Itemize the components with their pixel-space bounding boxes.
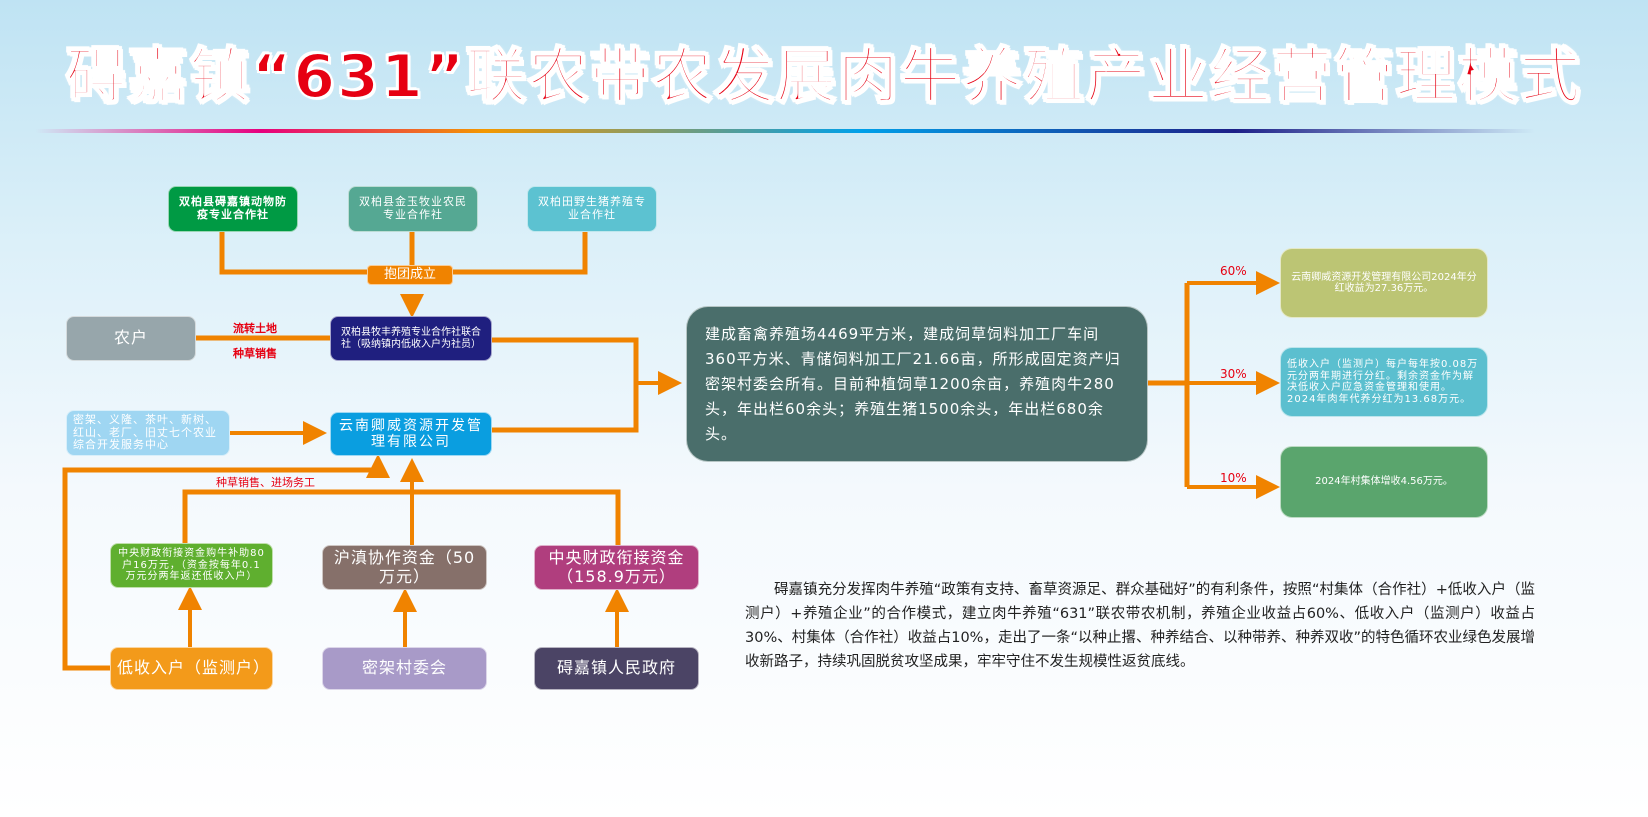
line-distribution: [1148, 283, 1190, 487]
result-low-income: 低收入户（监测户）每户每年按0.08万元分两年期进行分红。剩余资金作为解决低收入…: [1280, 347, 1488, 417]
line-funds-bus: [182, 489, 621, 545]
coop-wild-boar: 双柏田野生猪养殖专业合作社: [527, 186, 657, 232]
page-title: 碍嘉镇“631”联农带农发展肉牛养殖产业经营管理模式: [65, 41, 1583, 113]
line-coop1: [219, 232, 367, 275]
grass-sales-label: 种草销售: [233, 347, 277, 360]
result-village: 2024年村集体增收4.56万元。: [1280, 446, 1488, 518]
center-facilities-box: 建成畜禽养殖场4469平方米，建成饲草饲料加工厂车间360平方米、青储饲料加工厂…: [686, 306, 1148, 462]
pct-10: 10%: [1220, 471, 1247, 485]
township-gov-box: 碍嘉镇人民政府: [534, 647, 699, 690]
hudian-fund-box: 沪滇协作资金（50万元）: [322, 545, 487, 590]
village-committee-box: 密架村委会: [322, 647, 487, 690]
coop-animal-epidemic: 双柏县碍嘉镇动物防疫专业合作社: [168, 186, 298, 232]
summary-paragraph: 碍嘉镇充分发挥肉牛养殖“政策有支持、畜草资源足、群众基础好”的有利条件，按照“村…: [745, 582, 1535, 670]
union-cooperative: 双柏县牧丰养殖专业合作社联合社（吸纳镇内低收入户为社员）: [330, 316, 492, 361]
title-divider: [35, 129, 1535, 133]
pct-60: 60%: [1220, 264, 1247, 278]
farmers-box: 农户: [66, 316, 196, 361]
company-box: 云南卿威资源开发管理有限公司: [330, 412, 492, 456]
coop-jinyu-livestock: 双柏县金玉牧业农民专业合作社: [348, 186, 478, 232]
central-fund-box: 中央财政衔接资金（158.9万元）: [534, 545, 699, 590]
line-coop3: [453, 232, 588, 275]
service-centers: 密架、义隆、茶叶、新树、红山、老厂、旧丈七个农业综合开发服务中心: [66, 410, 230, 456]
low-income-box: 低收入户（监测户）: [110, 647, 273, 690]
join-badge: 抱团成立: [367, 265, 453, 285]
result-company: 云南卿威资源开发管理有限公司2024年分红收益为27.36万元。: [1280, 248, 1488, 318]
grass-work-label: 种草销售、进场务工: [216, 476, 315, 489]
subsidy-box: 中央财政衔接资金购牛补助80户16万元，（资金按每年0.1万元分两年返还低收入户…: [110, 543, 273, 588]
land-transfer-label: 流转土地: [233, 322, 277, 335]
line-union-center: [492, 337, 639, 433]
pct-30: 30%: [1220, 367, 1247, 381]
